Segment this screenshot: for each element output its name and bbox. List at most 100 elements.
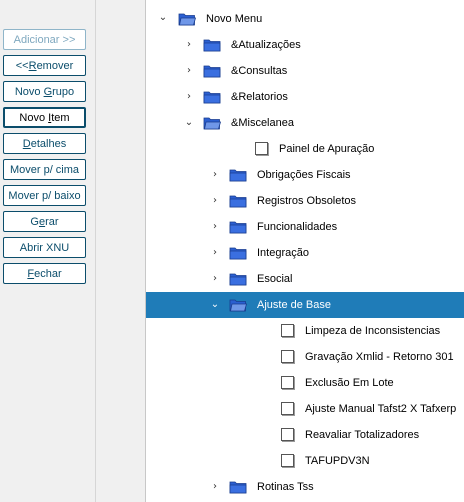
move-down-label: Mover p/ baixo [8,189,81,202]
chevron-down-icon[interactable]: ⌄ [184,117,194,128]
tree-item-label: Gravação Xmlid - Retorno 301 [305,351,454,363]
tree-item-label: Integração [257,247,309,259]
tree-item[interactable]: › Integração [146,240,464,266]
tree-item[interactable]: › Esocial [146,266,464,292]
chevron-down-icon[interactable]: ⌄ [158,12,168,23]
tree-item-label: &Miscelanea [231,117,294,129]
folder-icon [229,247,247,260]
tree-item-label: Funcionalidades [257,221,338,233]
tree-item-label: Exclusão Em Lote [305,377,394,389]
chevron-right-icon[interactable]: › [187,39,191,50]
tree-root-label: Novo Menu [206,13,263,25]
folder-icon [229,273,247,286]
tree-item-label: Ajuste de Base [257,299,331,311]
tree-item-label: Limpeza de Inconsistencias [305,325,441,337]
tree-item[interactable]: Ajuste Manual Tafst2 X Tafxerp [146,396,464,422]
menu-tree[interactable]: ⌄ Novo Menu › &Atualizações › &Consultas › &R… [145,0,464,502]
tree-item[interactable]: Painel de Apuração [146,136,464,162]
remove-prefix: << [15,59,29,72]
tree-item-label: Rotinas Tss [257,481,314,493]
tree-item-label: Obrigações Fiscais [257,169,351,181]
close-rest: echar [34,267,62,280]
generate-rest: rar [45,215,59,228]
tree-item[interactable]: › &Consultas [146,58,464,84]
folder-open-icon [229,299,247,312]
move-up-button[interactable]: Mover p/ cima [3,159,86,180]
chevron-right-icon[interactable]: › [213,273,217,284]
folder-icon [229,481,247,494]
folder-icon [203,91,221,104]
tree-item-label: Esocial [257,273,293,285]
document-icon [281,428,294,441]
tree-item[interactable]: › Rotinas Tss [146,474,464,500]
generate-accesskey: e [38,215,46,228]
tree-item[interactable]: Reavaliar Totalizadores [146,422,464,448]
chevron-down-icon[interactable]: ⌄ [210,299,220,310]
open-xnu-label: Abrir XNU [19,241,70,254]
folder-icon [203,39,221,52]
tree-item[interactable]: › Registros Obsoletos [146,188,464,214]
tree-root[interactable]: ⌄ Novo Menu [146,6,464,32]
tree-item[interactable]: › &Relatorios [146,84,464,110]
new-group-rest: rupo [52,85,75,98]
folder-icon [229,169,247,182]
new-group-prefix: Novo [14,85,44,98]
panel-gap [96,0,145,502]
tree-item-label: &Relatorios [231,91,288,103]
chevron-right-icon[interactable]: › [213,221,217,232]
tree-item-label: Reavaliar Totalizadores [305,429,420,441]
tree-item[interactable]: › &Atualizações [146,32,464,58]
folder-icon [229,221,247,234]
folder-icon [229,195,247,208]
tree-item[interactable]: TAFUPDV3N [146,448,464,474]
tree-item[interactable]: ⌄ Ajuste de Base [146,292,464,318]
chevron-right-icon[interactable]: › [187,65,191,76]
chevron-right-icon[interactable]: › [213,169,217,180]
tree-item[interactable]: Gravação Xmlid - Retorno 301 [146,344,464,370]
folder-icon [203,65,221,78]
details-rest: etalhes [30,137,67,150]
add-button[interactable]: Adicionar >> [3,29,86,50]
document-icon [255,142,268,155]
tree-item-label: &Atualizações [231,39,301,51]
details-accesskey: D [22,137,31,150]
tree-item[interactable]: ⌄ &Miscelanea [146,110,464,136]
tree-item-label: Painel de Apuração [279,143,375,155]
remove-accesskey: R [28,59,37,72]
new-item-accesskey: I [48,111,52,124]
move-down-button[interactable]: Mover p/ baixo [3,185,86,206]
chevron-right-icon[interactable]: › [213,247,217,258]
document-icon [281,454,294,467]
document-icon [281,350,294,363]
generate-prefix: G [30,215,39,228]
chevron-right-icon[interactable]: › [213,481,217,492]
tree-item[interactable]: Exclusão Em Lote [146,370,464,396]
document-icon [281,376,294,389]
tree-item-label: TAFUPDV3N [305,455,370,467]
open-xnu-button[interactable]: Abrir XNU [3,237,86,258]
tree-item[interactable]: Limpeza de Inconsistencias [146,318,464,344]
document-icon [281,402,294,415]
document-icon [281,324,294,337]
move-up-label: Mover p/ cima [9,163,80,176]
close-accesskey: F [27,267,35,280]
tree-item[interactable]: › Funcionalidades [146,214,464,240]
folder-open-icon [203,117,221,130]
tree-item-label: Ajuste Manual Tafst2 X Tafxerp [305,403,457,415]
tree-item-label: &Consultas [231,65,288,77]
tree-item-label: Registros Obsoletos [257,195,357,207]
tree-item[interactable]: › Obrigações Fiscais [146,162,464,188]
folder-open-icon [178,13,196,26]
remove-rest: emover [36,59,74,72]
new-group-accesskey: G [43,85,53,98]
chevron-right-icon[interactable]: › [187,91,191,102]
new-item-rest: tem [51,111,70,124]
chevron-right-icon[interactable]: › [213,195,217,206]
